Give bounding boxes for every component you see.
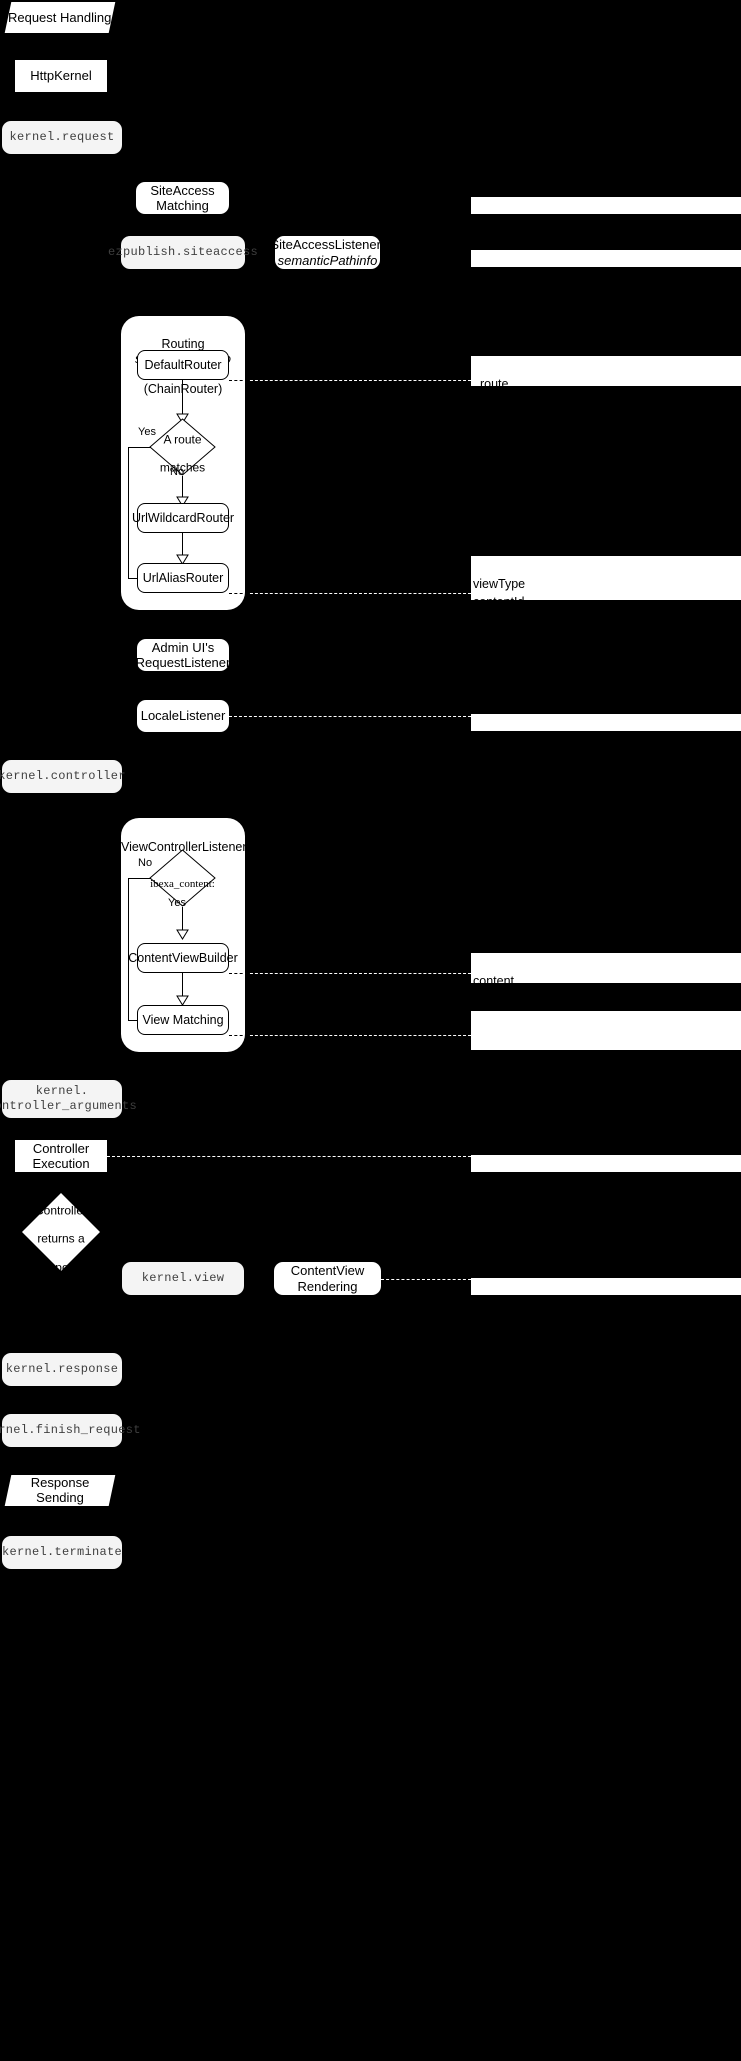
dashed-connector-contentview-rendering (381, 1279, 471, 1280)
event-ezpublish-siteaccess: ezpublish.siteaccess (108, 236, 258, 269)
edge-route-no-vertical (182, 476, 183, 500)
attr-view: view (471, 1033, 741, 1068)
node-admin-ui-line2: RequestListener (135, 655, 231, 670)
node-locale-listener: LocaleListener (137, 700, 229, 732)
edge-label-route-yes: Yes (138, 426, 156, 438)
dashed-connector-contentviewbuilder-to-attr (245, 973, 471, 974)
event-kernel-request: kernel.request (2, 121, 122, 154)
dashed-connector-viewmatching-to-attr (245, 1035, 471, 1036)
attr-content-location: content location (471, 953, 741, 1006)
decision-controller-returns-response: Controller returns a Response (22, 1193, 100, 1274)
node-content-view-builder-label: ContentViewBuilder (128, 951, 238, 965)
node-content-view-builder: ContentViewBuilder (128, 943, 238, 973)
attr-siteaccess: siteaccess (471, 197, 741, 232)
phase-response-sending-label: Response Sending (30, 1475, 90, 1506)
node-siteaccess-matching: SiteAccess Matching (136, 182, 229, 214)
edge-route-yes-horizontal (128, 447, 151, 448)
arrowhead-urlaliasrouter (176, 552, 189, 570)
node-url-alias-router: UrlAliasRouter (137, 563, 229, 593)
event-kernel-view: kernel.view (122, 1262, 244, 1295)
node-admin-ui-request-listener: Admin UI's RequestListener (135, 639, 231, 671)
event-kernel-request-label: kernel.request (9, 130, 115, 145)
event-kernel-terminate-label: kernel.terminate (1, 1545, 123, 1560)
attr-response: response (471, 1278, 741, 1313)
node-contentview-rendering-label: ContentView Rendering (290, 1263, 365, 1294)
attr-viewtype-contentid-locationid: viewType contentId locationId (471, 556, 741, 627)
arrowhead-contentviewbuilder (176, 927, 189, 945)
node-httpkernel: HttpKernel (15, 60, 107, 92)
attr-content-location-text: content location (473, 974, 517, 1007)
node-default-router: DefaultRouter (137, 350, 229, 380)
event-kernel-view-label: kernel.view (141, 1271, 225, 1286)
attr-response-view-text: response/view (473, 1176, 553, 1191)
group-view-controller-listener-title: ViewControllerListener (121, 825, 247, 855)
node-contentview-rendering: ContentView Rendering (274, 1262, 381, 1295)
dashed-connector-urlalias-to-attr (245, 593, 471, 594)
attr-semanticpathinfo: semanticPathinfo (471, 250, 741, 285)
event-kernel-terminate: kernel.terminate (2, 1536, 122, 1569)
attr-route-controller-text: _route _controller (473, 377, 532, 410)
node-url-wildcard-router: UrlWildcardRouter (132, 503, 234, 533)
edge-ibexa-yes-vertical (182, 907, 183, 933)
node-view-matching-label: View Matching (142, 1013, 224, 1027)
attr-locale-text: _locale (473, 735, 513, 750)
event-kernel-controller-label: kernel.controller (0, 769, 126, 784)
edge-ibexa-no-vertical (128, 878, 129, 1020)
dashed-connector-default-router-to-attr (245, 380, 471, 381)
phase-request-handling-label: Request Handling (8, 9, 112, 25)
node-siteaccess-listener-line2: semanticPathinfo (277, 252, 378, 268)
event-ezpublish-siteaccess-label: ezpublish.siteaccess (107, 245, 259, 260)
node-url-wildcard-router-label: UrlWildcardRouter (131, 511, 235, 525)
event-kernel-finish-request-label: kernel.finish_request (0, 1423, 141, 1438)
dashed-connector-controller-execution (107, 1156, 471, 1157)
node-controller-execution: Controller Execution (15, 1140, 107, 1172)
event-kernel-controller: kernel.controller (0, 760, 125, 793)
dashed-connector-contentviewbuilder (229, 973, 248, 974)
attr-locale: _locale (471, 714, 741, 749)
edge-route-yes-vertical (128, 447, 129, 578)
edge-ibexa-no-horizontal (128, 878, 151, 879)
attr-route-controller: _route _controller (471, 356, 741, 409)
dashed-connector-viewmatching (229, 1035, 248, 1036)
edge-ibexa-no-into-viewmatching (128, 1020, 139, 1021)
node-default-router-label: DefaultRouter (144, 358, 222, 372)
node-locale-listener-label: LocaleListener (140, 708, 226, 724)
dashed-connector-locale (229, 716, 471, 717)
attr-response-view: response/view (471, 1155, 741, 1190)
edge-route-yes-into-urlalias (128, 578, 139, 579)
attr-view-text: view (473, 1054, 499, 1069)
event-kernel-controller-arguments: kernel. controller_arguments (0, 1080, 137, 1118)
attr-semanticpathinfo-text: semanticPathinfo (473, 271, 569, 286)
arrowhead-urlwildcardrouter (176, 494, 189, 512)
edge-cvb-to-viewmatching (182, 973, 183, 998)
attr-response-text: response (473, 1299, 525, 1314)
event-kca-line2: controller_arguments (0, 1099, 138, 1113)
node-siteaccess-matching-label: SiteAccess Matching (150, 182, 215, 213)
node-view-matching: View Matching (137, 1005, 229, 1035)
node-url-alias-router-label: UrlAliasRouter (142, 571, 224, 585)
node-controller-execution-label: Controller Execution (32, 1140, 90, 1171)
group-routing-title-prefix: Routing (161, 337, 205, 351)
node-siteaccess-listener: SiteAccessListener: semanticPathinfo (270, 236, 385, 269)
arrowhead-viewmatching (176, 993, 189, 1011)
edge-label-ibexa-no: No (138, 857, 153, 869)
node-siteaccess-listener-line1: SiteAccessListener: (270, 237, 385, 253)
group-vcl-title-text: ViewControllerListener (121, 840, 247, 854)
edge-label-ibexa-yes: Yes (168, 897, 186, 909)
dashed-connector-default-router (229, 380, 248, 381)
attr-siteaccess-text: siteaccess (473, 218, 532, 233)
event-kernel-response-label: kernel.response (5, 1362, 119, 1377)
event-kernel-response: kernel.response (2, 1353, 122, 1386)
dashed-connector-urlalias (229, 593, 248, 594)
node-httpkernel-label: HttpKernel (30, 68, 92, 84)
phase-response-sending: Response Sending (4, 1475, 116, 1506)
edge-label-route-no: No (170, 466, 185, 478)
node-admin-ui-line1: Admin UI's (151, 639, 215, 655)
edge-default-router-to-decision (182, 380, 183, 417)
phase-request-handling: Request Handling (4, 2, 116, 33)
event-kca-line1: kernel. (35, 1084, 89, 1098)
edge-urlwildcard-to-urlalias (182, 533, 183, 557)
event-kernel-finish-request: kernel.finish_request (0, 1414, 140, 1447)
attr-viewtype-text: viewType contentId locationId (473, 577, 527, 628)
